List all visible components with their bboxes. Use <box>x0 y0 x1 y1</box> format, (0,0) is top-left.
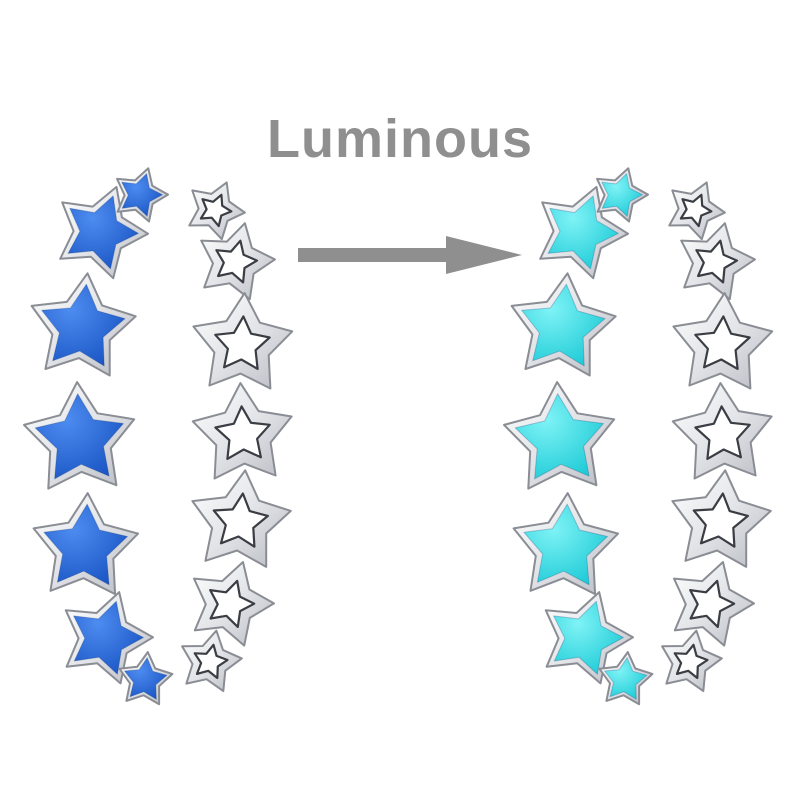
silver-star <box>191 382 293 480</box>
enamel-star <box>23 381 136 490</box>
enamel-star <box>544 591 634 685</box>
enamel-star <box>59 185 149 280</box>
enamel-star <box>510 272 617 377</box>
silver-star <box>668 181 726 241</box>
silver-star <box>193 561 275 647</box>
silver-star <box>673 561 755 647</box>
enamel-star <box>64 591 154 685</box>
silver-star <box>191 469 292 568</box>
silver-star <box>672 292 774 390</box>
luminous-caption: Luminous <box>267 109 533 169</box>
silver-star <box>200 222 276 301</box>
silver-star <box>181 629 243 693</box>
ring-after-image <box>503 167 774 706</box>
enamel-star <box>116 167 169 223</box>
enamel-star <box>512 492 620 596</box>
arrow-icon <box>298 236 522 274</box>
enamel-star <box>539 185 629 280</box>
enamel-star <box>598 651 654 706</box>
silver-star <box>671 469 772 568</box>
silver-star <box>192 292 294 390</box>
silver-star <box>680 222 756 301</box>
silver-star <box>671 382 773 480</box>
enamel-star <box>118 651 174 706</box>
ring-before-image <box>23 167 294 706</box>
enamel-star <box>30 272 137 377</box>
silver-star <box>661 629 723 693</box>
enamel-star <box>596 167 649 223</box>
enamel-star <box>503 381 616 490</box>
enamel-star <box>32 492 140 596</box>
silver-star <box>188 181 246 241</box>
